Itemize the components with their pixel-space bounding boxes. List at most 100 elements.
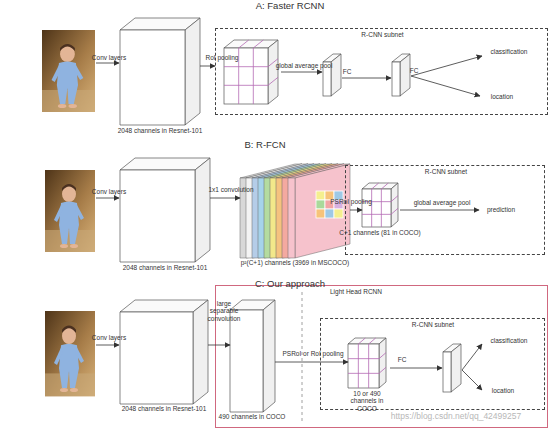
score-map-cell bbox=[334, 209, 343, 218]
score-map-cell bbox=[325, 209, 334, 218]
connector-arrow bbox=[275, 362, 348, 363]
grid-line bbox=[371, 189, 372, 227]
fc-bar-side bbox=[451, 344, 461, 392]
cuboid-side bbox=[263, 300, 275, 412]
cuboid-side bbox=[193, 300, 208, 404]
step-label: Conv layers bbox=[88, 54, 130, 61]
cuboid-front bbox=[120, 30, 185, 125]
connector-arrow bbox=[208, 345, 230, 346]
output-label: classification bbox=[484, 48, 534, 55]
grid-line bbox=[372, 183, 379, 189]
channel-caption: 490 channels in COCO bbox=[212, 413, 292, 420]
subnet-box: R-CNN subnet bbox=[215, 28, 548, 115]
flow-arrow bbox=[390, 368, 442, 369]
node-outline bbox=[120, 158, 210, 262]
step-label: FC bbox=[406, 67, 422, 74]
fc-bar-front bbox=[443, 352, 451, 392]
feature-block: 2048 channels in Resnet-101 bbox=[120, 158, 210, 262]
edge-label: large separable convolution bbox=[206, 300, 242, 322]
grid-line bbox=[381, 189, 382, 227]
plate-side bbox=[295, 164, 350, 258]
cuboid-side bbox=[185, 18, 200, 125]
box-heading: Light Head RCNN bbox=[306, 288, 406, 295]
cuboid-front bbox=[120, 170, 195, 262]
plate-side bbox=[247, 164, 302, 258]
box-heading: R-CNN subnet bbox=[383, 321, 483, 328]
box-heading: R-CNN subnet bbox=[316, 31, 449, 38]
grid-line bbox=[253, 48, 254, 104]
conv-arrow bbox=[96, 63, 119, 64]
channel-caption: C+1 channels (81 in COCO) bbox=[335, 229, 425, 236]
light-head-box: Light Head RCNN 490 channels in COCO R-CNN… bbox=[215, 285, 548, 428]
input-photo bbox=[45, 170, 95, 252]
feature-block: 2048 channels in Resnet-101 bbox=[120, 18, 200, 125]
grid-line bbox=[268, 77, 278, 85]
step-label: FC bbox=[339, 68, 355, 75]
channel-caption: 2048 channels in Resnet-101 bbox=[100, 127, 220, 134]
feature-block: 2048 channels in Resnet-101 bbox=[120, 300, 208, 404]
score-map-stack: p²(C+1) channels (3969 in MSCOCO) bbox=[240, 163, 350, 258]
grid-line bbox=[348, 358, 379, 359]
output-label: location bbox=[482, 93, 522, 100]
input-photo bbox=[42, 30, 95, 112]
grid-line bbox=[369, 338, 376, 344]
edge-label: PSRoI pooling bbox=[323, 198, 379, 205]
subnet-box: R-CNN subnet 10 or 490 channels in COCO bbox=[320, 318, 545, 410]
cuboid-top bbox=[120, 158, 210, 170]
edge-label: 1x1 convolution bbox=[205, 186, 257, 193]
edge-label: PSRoI or RoI pooling bbox=[278, 350, 348, 357]
grid-line bbox=[239, 40, 249, 48]
grid-line bbox=[391, 196, 398, 202]
node-outline bbox=[348, 338, 386, 388]
roi-cube-side bbox=[268, 40, 278, 104]
node-outline bbox=[120, 18, 200, 125]
flow-arrow bbox=[411, 76, 480, 96]
cuboid-side bbox=[391, 183, 398, 227]
flow-arrow bbox=[462, 370, 482, 390]
channel-caption: p²(C+1) channels (3969 in MSCOCO) bbox=[230, 259, 360, 266]
fc-bar-front bbox=[392, 62, 400, 96]
grid-line bbox=[358, 338, 365, 344]
output-label: classification bbox=[484, 337, 534, 344]
cuboid-front bbox=[362, 189, 391, 227]
score-map-cell bbox=[316, 200, 325, 209]
step-label: global average pool bbox=[272, 62, 336, 69]
step-label: global average pool bbox=[410, 199, 474, 206]
grid-line bbox=[362, 214, 391, 215]
flow-arrow bbox=[342, 78, 391, 79]
grid-line bbox=[224, 66, 268, 67]
flow-arrow bbox=[411, 56, 482, 76]
cuboid-front bbox=[348, 344, 379, 388]
edge-label: RoI pooling bbox=[201, 54, 243, 61]
node-outline bbox=[240, 163, 350, 258]
cuboid-side bbox=[379, 338, 386, 388]
flow-arrow bbox=[400, 210, 479, 211]
output-label: location bbox=[483, 387, 523, 394]
channel-caption: 2048 channels in Resnet-101 bbox=[104, 405, 224, 412]
grid-line bbox=[391, 208, 398, 214]
step-label: FC bbox=[394, 356, 410, 363]
cuboid-front bbox=[120, 312, 193, 404]
pooled-grid: 10 or 490 channels in COCO bbox=[348, 338, 386, 388]
conv-arrow bbox=[96, 345, 119, 346]
panel-title: A: Faster RCNN bbox=[230, 1, 350, 12]
connector-arrow bbox=[200, 66, 215, 67]
flow-arrow bbox=[281, 72, 322, 73]
output-label: prediction bbox=[481, 206, 521, 213]
flow-arrow bbox=[462, 344, 482, 370]
cuboid-front bbox=[230, 310, 263, 412]
cuboid-side bbox=[195, 158, 210, 262]
grid-line bbox=[358, 344, 359, 388]
box-heading: R-CNN subnet bbox=[396, 168, 496, 175]
panel-title: C: Our approach bbox=[230, 279, 350, 290]
step-label: Conv layers bbox=[88, 188, 130, 195]
grid-line bbox=[348, 373, 379, 374]
score-map-cell bbox=[316, 191, 325, 200]
step-label: Conv layers bbox=[88, 334, 130, 341]
grid-line bbox=[379, 367, 386, 373]
panel-title: B: R-FCN bbox=[220, 140, 310, 151]
fc-bar-side bbox=[400, 54, 410, 96]
grid-line bbox=[253, 40, 263, 48]
fc-bar-side bbox=[331, 54, 341, 96]
